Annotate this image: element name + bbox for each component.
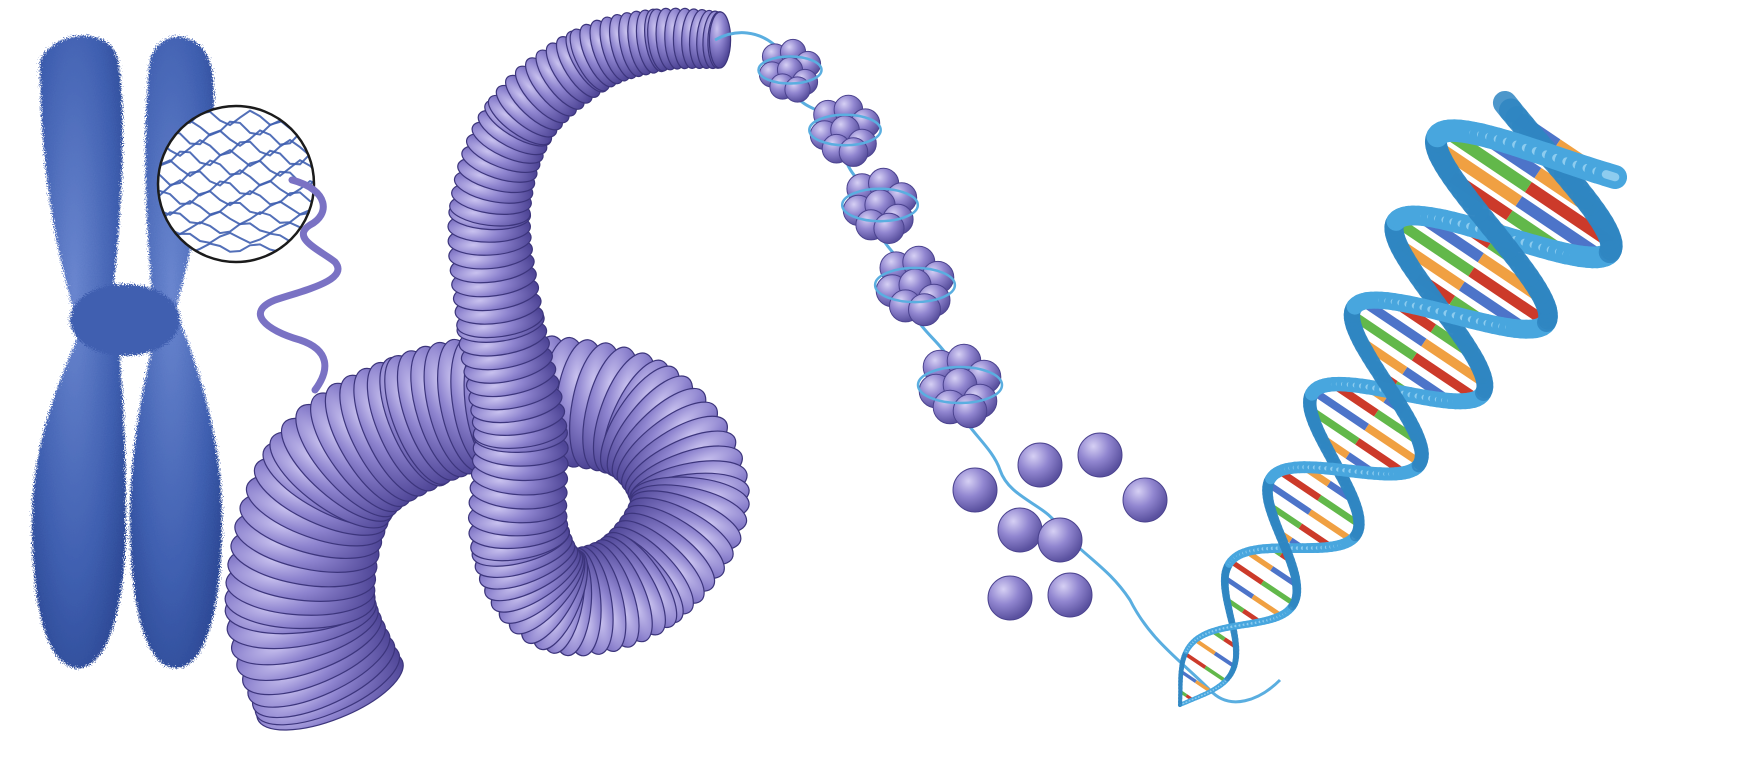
double-helix-icon bbox=[1180, 103, 1615, 705]
histone-icon bbox=[1123, 478, 1167, 522]
base-pair bbox=[1262, 583, 1294, 604]
nucleosome-icon bbox=[918, 344, 1002, 428]
histone-octamer-spheres bbox=[953, 433, 1167, 620]
supercoiled-fiber-icon bbox=[222, 7, 752, 746]
base-pair bbox=[1253, 597, 1281, 616]
base-pair bbox=[1195, 640, 1214, 653]
nucleosome-icon bbox=[842, 168, 918, 243]
nucleosome-string bbox=[759, 39, 1003, 427]
base-pair bbox=[1231, 561, 1262, 582]
histone-icon bbox=[1038, 518, 1082, 562]
histone-icon bbox=[953, 468, 997, 512]
sugar-phosphate-backbone bbox=[1505, 103, 1511, 111]
histone-icon bbox=[1018, 443, 1062, 487]
nucleosome-icon bbox=[809, 95, 880, 166]
fiber-coil-segment bbox=[709, 12, 731, 68]
nucleosome-icon bbox=[875, 246, 955, 326]
base-pair bbox=[1215, 653, 1235, 666]
histone-icon bbox=[988, 576, 1032, 620]
histone-icon bbox=[998, 508, 1042, 552]
sugar-phosphate-backbone-highlight bbox=[1606, 174, 1615, 177]
nucleosome-icon bbox=[759, 39, 822, 102]
histone-icon bbox=[1048, 573, 1092, 617]
histone-icon bbox=[1078, 433, 1122, 477]
base-pair bbox=[1205, 667, 1225, 681]
base-pair bbox=[1185, 654, 1205, 668]
